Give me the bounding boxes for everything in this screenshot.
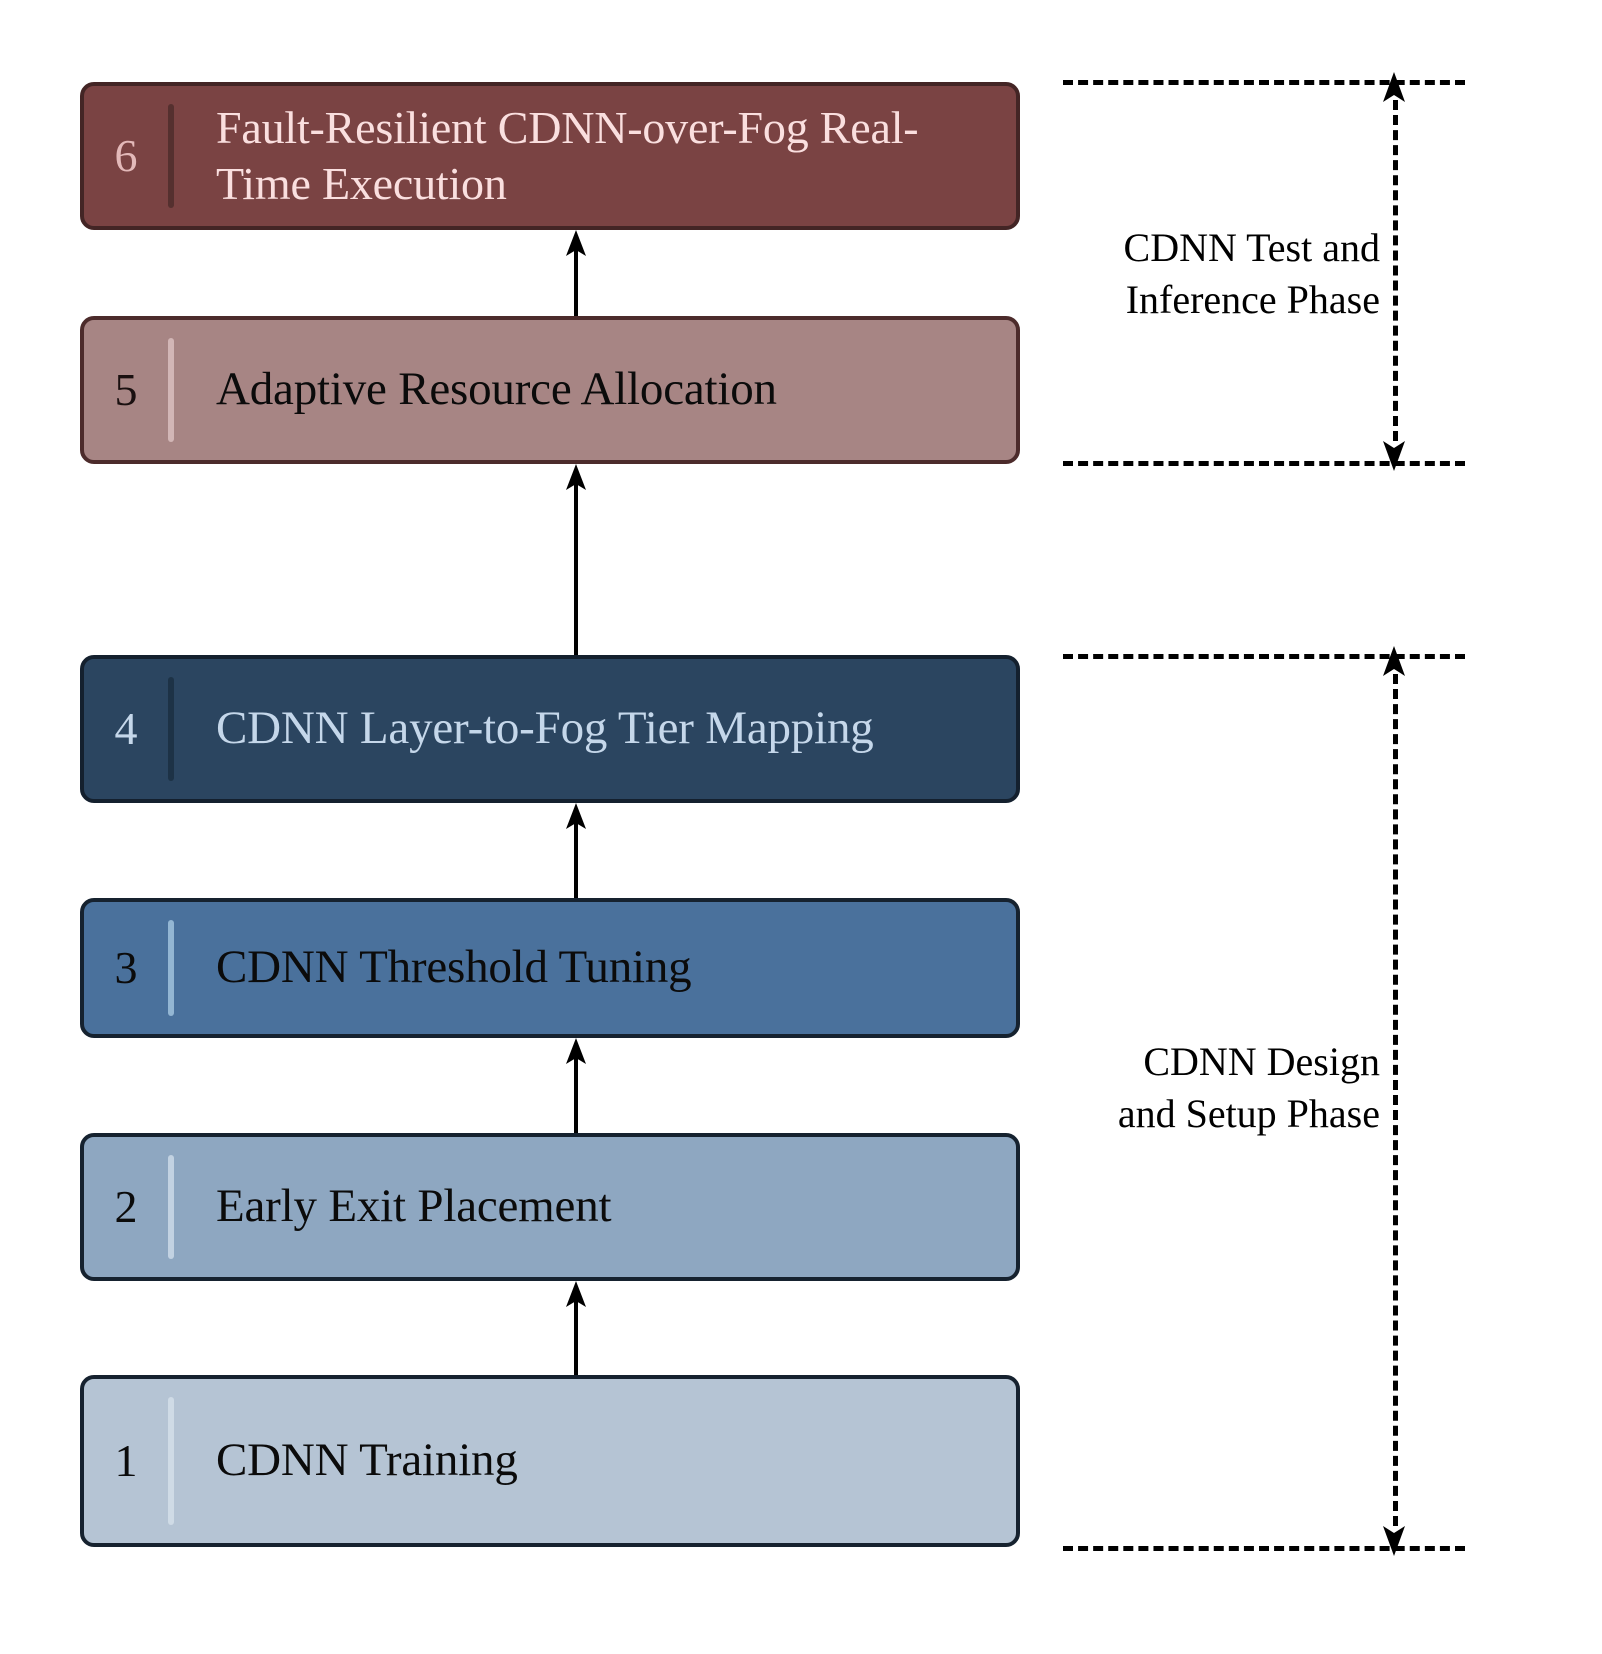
connector-arrow-3-to-4 bbox=[540, 803, 612, 898]
stage-number-3: 3 bbox=[114, 942, 138, 993]
connector-arrow-5-to-6 bbox=[540, 230, 612, 316]
phase-test-top-dashed-line bbox=[1063, 80, 1465, 85]
stage-number-6: 6 bbox=[114, 130, 138, 181]
stage-number-2: 2 bbox=[114, 1181, 138, 1232]
phase-design-down-arrow-icon bbox=[1374, 1522, 1414, 1556]
stage-label-4: CDNN Layer-to-Fog Tier Mapping bbox=[216, 702, 874, 755]
stage-box-2[interactable]: 2 Early Exit Placement bbox=[80, 1133, 1020, 1281]
phase-design-up-arrow-icon bbox=[1374, 646, 1414, 680]
stage-box-4[interactable]: 4 CDNN Layer-to-Fog Tier Mapping bbox=[80, 655, 1020, 803]
phase-design-vertical-dashed-line bbox=[1393, 674, 1398, 1526]
stage-label-6: Fault-Resilient CDNN-over-Fog Real-Time … bbox=[216, 101, 919, 209]
phase-test-vertical-dashed-line bbox=[1393, 100, 1398, 441]
phase-label-design-and-setup: CDNN Design and Setup Phase bbox=[1117, 1039, 1380, 1136]
stage-box-3[interactable]: 3 CDNN Threshold Tuning bbox=[80, 898, 1020, 1038]
stage-label-2: Early Exit Placement bbox=[216, 1180, 612, 1233]
connector-arrow-2-to-3 bbox=[540, 1038, 612, 1133]
stage-divider-5 bbox=[168, 338, 174, 442]
stage-number-5: 5 bbox=[114, 364, 138, 415]
stage-divider-2 bbox=[168, 1155, 174, 1259]
stage-divider-4 bbox=[168, 677, 174, 781]
phase-design-bottom-dashed-line bbox=[1063, 1546, 1465, 1551]
stage-box-6[interactable]: 6 Fault-Resilient CDNN-over-Fog Real-Tim… bbox=[80, 82, 1020, 230]
stage-box-1[interactable]: 1 CDNN Training bbox=[80, 1375, 1020, 1547]
stage-label-3: CDNN Threshold Tuning bbox=[216, 941, 692, 994]
stage-divider-6 bbox=[168, 104, 174, 208]
stage-number-1: 1 bbox=[114, 1435, 138, 1486]
stage-label-1: CDNN Training bbox=[216, 1434, 518, 1487]
stage-divider-1 bbox=[168, 1397, 174, 1525]
stage-number-4: 4 bbox=[114, 703, 138, 754]
stage-box-5[interactable]: 5 Adaptive Resource Allocation bbox=[80, 316, 1020, 464]
stage-label-5: Adaptive Resource Allocation bbox=[216, 363, 777, 416]
phase-test-up-arrow-icon bbox=[1374, 72, 1414, 106]
phase-test-down-arrow-icon bbox=[1374, 437, 1414, 471]
phase-label-test-and-inference: CDNN Test and Inference Phase bbox=[1123, 225, 1380, 322]
connector-arrow-1-to-2 bbox=[540, 1281, 612, 1375]
phase-design-top-dashed-line bbox=[1063, 654, 1465, 659]
stage-divider-3 bbox=[168, 920, 174, 1016]
connector-arrow-4-to-5 bbox=[540, 464, 612, 655]
phase-test-bottom-dashed-line bbox=[1063, 461, 1465, 466]
